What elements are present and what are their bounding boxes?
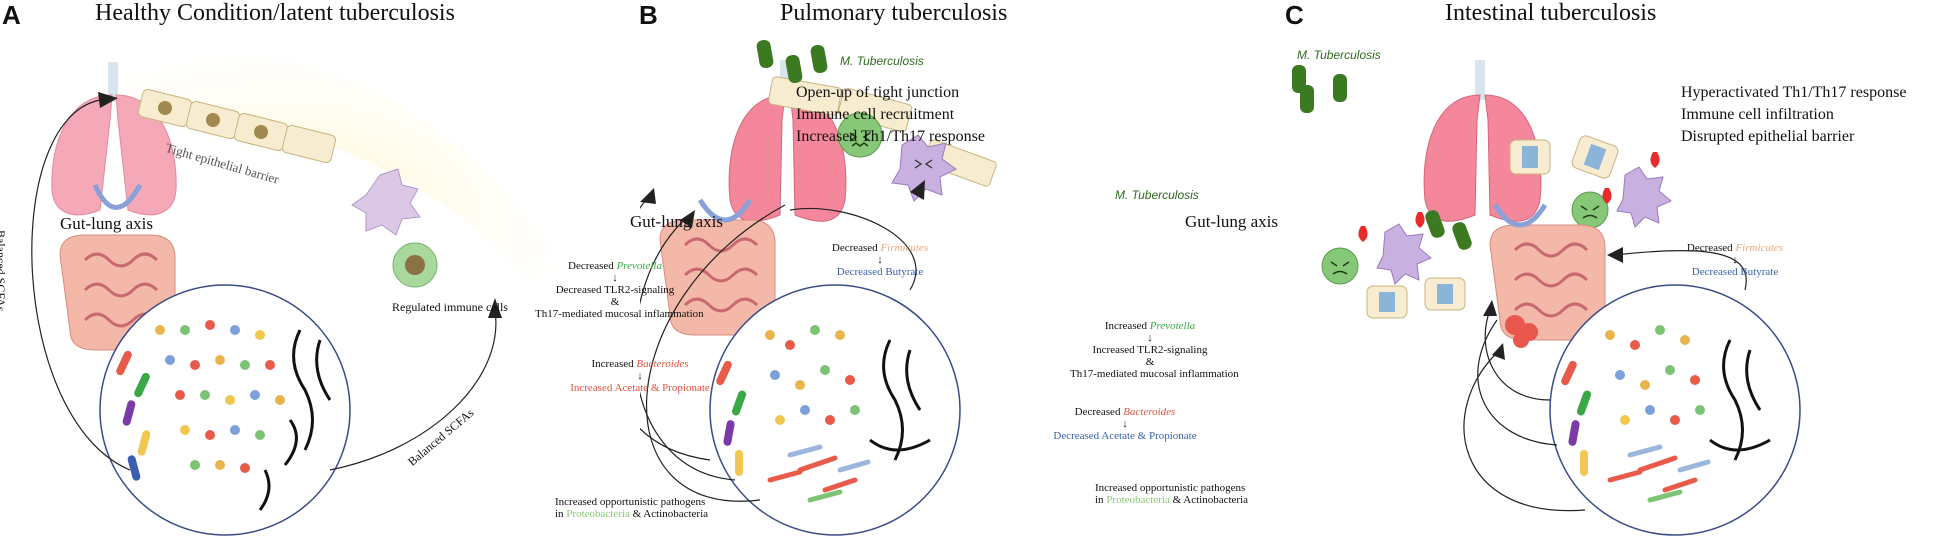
actinobacteria-label: & Actinobacteria bbox=[629, 508, 709, 520]
microbiome-circle bbox=[1549, 284, 1801, 536]
scfa-arrow-right bbox=[329, 309, 497, 471]
effect-line-3: Increased Th1/Th17 response bbox=[796, 128, 985, 145]
mtb-bacilli-left bbox=[1321, 210, 1472, 319]
ampersand: & bbox=[610, 296, 620, 308]
prevotella-label: Prevotella bbox=[1149, 320, 1196, 332]
butyrate-label: Decreased Butyrate bbox=[1691, 266, 1779, 278]
bacteroides-block: Decreased Bacteroides ↓ Decreased Acetat… bbox=[1045, 406, 1205, 442]
label-gut-lung-axis-a: Gut-lung axis bbox=[60, 214, 154, 233]
firmicutes-label: Firmicutes bbox=[880, 242, 929, 254]
disrupted-barrier-illustration bbox=[1509, 135, 1672, 229]
immune-cell-illustration bbox=[351, 168, 438, 288]
actinobacteria-label: & Actinobacteria bbox=[1169, 494, 1249, 506]
prevotella-prefix: Increased bbox=[1104, 320, 1150, 332]
arrow-bacteroides bbox=[1477, 319, 1558, 446]
panel-c-art bbox=[1292, 60, 1801, 536]
label-regulated-immune-cells: Regulated immune cells bbox=[392, 300, 508, 314]
ampersand: & bbox=[1145, 356, 1155, 368]
tlr2-label: Decreased TLR2-signaling bbox=[555, 284, 675, 296]
pathogens-in: in bbox=[1095, 494, 1107, 506]
effect-line-3: Disrupted epithelial barrier bbox=[1681, 128, 1855, 145]
panel-c: C Intestinal tuberculosis M. Tuberculosi… bbox=[1053, 0, 1949, 536]
acetate-label: Decreased Acetate & Propionate bbox=[1053, 430, 1197, 442]
bacteroides-label: Bacteroides bbox=[1123, 406, 1176, 418]
microbiome-circle bbox=[709, 284, 961, 536]
pathogens-line-1: Increased opportunistic pathogens bbox=[1095, 482, 1246, 494]
arrow-firmicutes bbox=[789, 207, 917, 291]
epithelial-barrier-illustration bbox=[137, 88, 337, 164]
arrow-pathogens bbox=[1463, 349, 1586, 512]
arrow-prevotella bbox=[640, 194, 711, 461]
arrow-pathogens bbox=[645, 204, 786, 502]
panel-title-a: Healthy Condition/latent tuberculosis bbox=[95, 0, 455, 26]
down-arrow: ↓ bbox=[612, 272, 618, 284]
pathogens-in: in bbox=[555, 508, 567, 520]
prevotella-prefix: Decreased bbox=[568, 260, 617, 272]
panel-a: A Healthy Condition/latent tuberculosis … bbox=[0, 0, 650, 536]
panel-letter-c: C bbox=[1285, 0, 1304, 30]
acetate-label: Increased Acetate & Propionate bbox=[570, 382, 710, 394]
mtb-bacilli bbox=[756, 39, 828, 84]
prevotella-block: Decreased Prevotella ↓ Decreased TLR2-si… bbox=[535, 260, 704, 320]
panel-letter-a: A bbox=[2, 0, 21, 30]
firmicutes-label: Firmicutes bbox=[1735, 242, 1784, 254]
label-mtb-left: M. Tuberculosis bbox=[1115, 188, 1199, 202]
panel-b-art bbox=[640, 39, 997, 536]
microbiome-circle bbox=[99, 284, 351, 536]
effect-line-1: Hyperactivated Th1/Th17 response bbox=[1681, 84, 1907, 101]
pathogens-block: Increased opportunistic pathogens in Pro… bbox=[1095, 482, 1248, 506]
th17-label: Th17-mediated mucosal inflammation bbox=[1070, 368, 1239, 380]
th17-label: Th17-mediated mucosal inflammation bbox=[535, 308, 704, 320]
label-balanced-scfas-left: Balanced SCFAs bbox=[0, 230, 8, 312]
proteobacteria-label: Proteobacteria bbox=[566, 508, 630, 520]
arrow-bacteroides bbox=[640, 214, 736, 481]
label-gut-lung-axis-b: Gut-lung axis bbox=[630, 212, 724, 231]
down-arrow: ↓ bbox=[1732, 254, 1738, 266]
panel-letter-b: B bbox=[639, 0, 658, 30]
gut-lung-arrow bbox=[92, 183, 143, 210]
bacteroides-prefix: Decreased bbox=[1074, 406, 1124, 418]
arrow-firmicutes bbox=[1614, 249, 1747, 291]
down-arrow: ↓ bbox=[1147, 332, 1153, 344]
panel-title-c: Intestinal tuberculosis bbox=[1445, 0, 1657, 26]
label-mtb-top: M. Tuberculosis bbox=[1297, 48, 1381, 62]
arrow-prevotella bbox=[1484, 309, 1551, 401]
bacteroides-prefix: Increased bbox=[591, 358, 637, 370]
pathogens-line-1: Increased opportunistic pathogens bbox=[555, 496, 706, 508]
tlr2-label: Increased TLR2-signaling bbox=[1092, 344, 1208, 356]
label-mtb: M. Tuberculosis bbox=[840, 54, 924, 68]
epithelial-cells-illustration bbox=[768, 76, 997, 202]
intestine-illustration bbox=[1489, 224, 1606, 348]
down-arrow: ↓ bbox=[1122, 418, 1128, 430]
effect-line-1: Open-up of tight junction bbox=[796, 84, 960, 101]
bacteroides-label: Bacteroides bbox=[636, 358, 689, 370]
panel-a-art bbox=[31, 41, 560, 536]
mtb-bacilli-top bbox=[1292, 65, 1347, 113]
firmicutes-prefix: Decreased bbox=[1686, 242, 1736, 254]
bacteroides-block: Increased Bacteroides ↓ Increased Acetat… bbox=[560, 358, 720, 394]
firmicutes-prefix: Decreased bbox=[831, 242, 881, 254]
panel-b: B Pulmonary tuberculosis M. Tuberculosis… bbox=[535, 0, 1290, 536]
gut-lung-arrow bbox=[1492, 203, 1548, 228]
pathogens-block: Increased opportunistic pathogens in Pro… bbox=[555, 496, 708, 520]
firmicutes-block: Decreased Firmicutes ↓ Decreased Butyrat… bbox=[825, 242, 935, 278]
proteobacteria-label: Proteobacteria bbox=[1106, 494, 1170, 506]
lungs-illustration bbox=[51, 62, 177, 216]
butyrate-label: Decreased Butyrate bbox=[836, 266, 924, 278]
down-arrow: ↓ bbox=[637, 370, 643, 382]
panel-title-b: Pulmonary tuberculosis bbox=[780, 0, 1008, 26]
down-arrow: ↓ bbox=[877, 254, 883, 266]
gut-lung-arrow bbox=[697, 198, 753, 223]
effect-line-2: Immune cell recruitment bbox=[796, 106, 955, 123]
prevotella-block: Increased Prevotella ↓ Increased TLR2-si… bbox=[1070, 320, 1239, 380]
prevotella-label: Prevotella bbox=[616, 260, 662, 272]
effect-line-2: Immune cell infiltration bbox=[1681, 106, 1834, 123]
label-gut-lung-axis-c: Gut-lung axis bbox=[1185, 212, 1279, 231]
firmicutes-block: Decreased Firmicutes ↓ Decreased Butyrat… bbox=[1680, 242, 1790, 278]
scfa-arrow-left bbox=[31, 99, 131, 471]
